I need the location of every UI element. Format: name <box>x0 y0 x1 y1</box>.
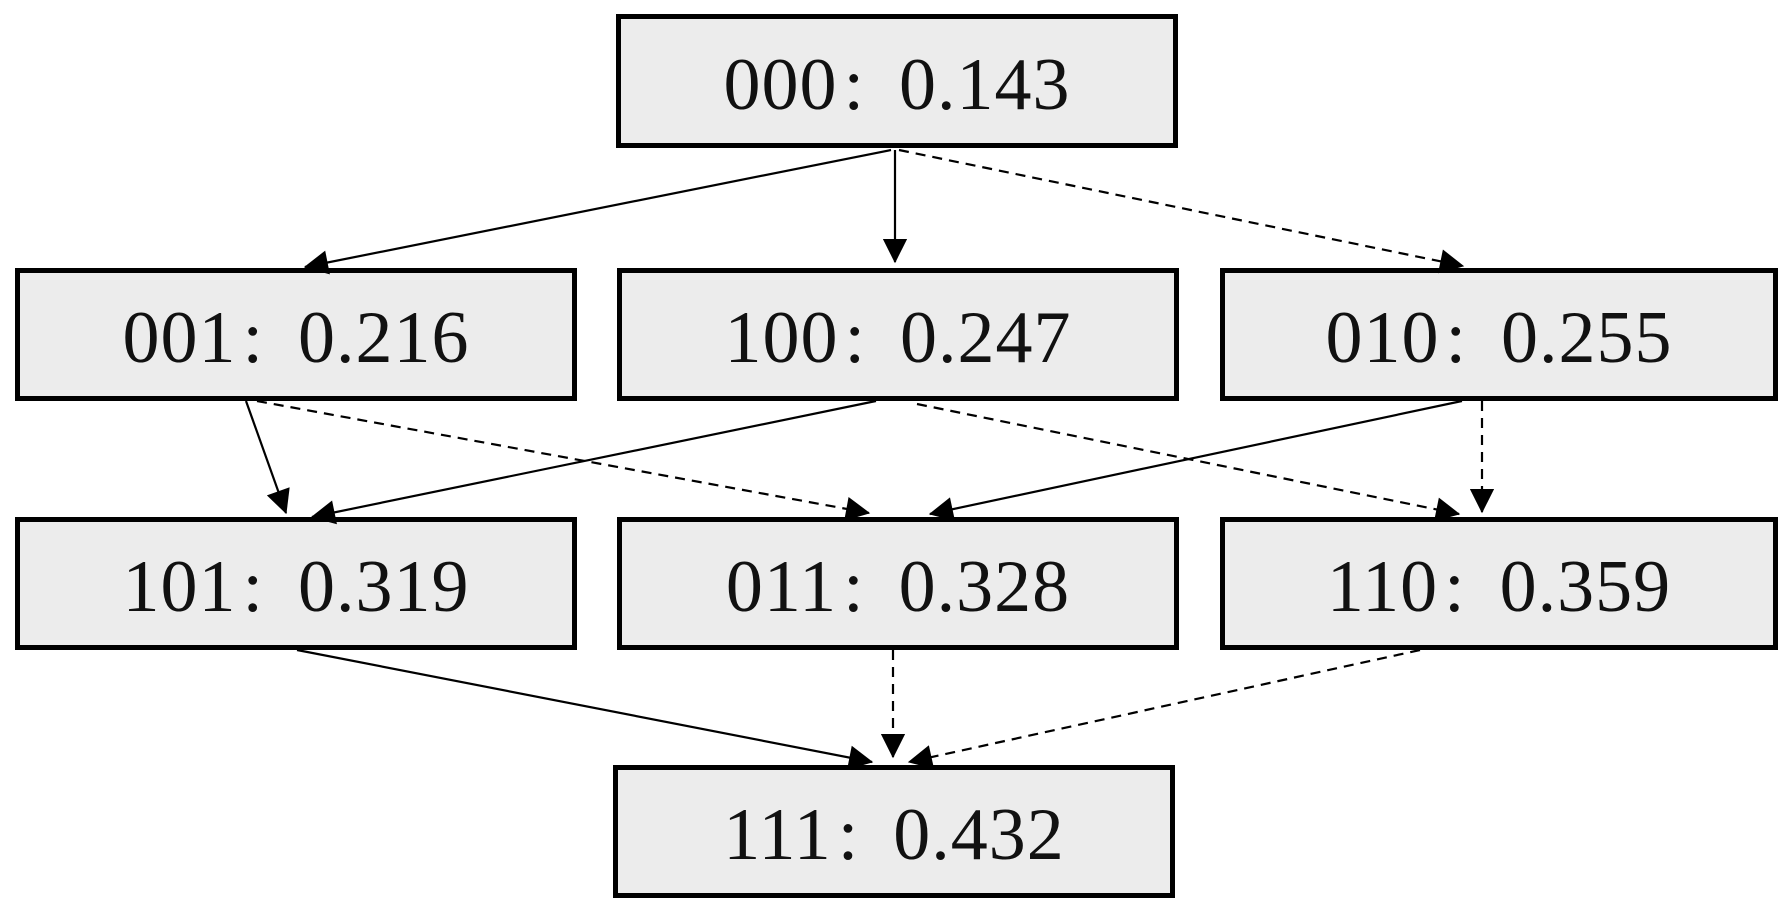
edge-001-101 <box>244 400 290 515</box>
node-code: 101 <box>122 546 237 628</box>
node-colon: : <box>242 546 265 628</box>
node-value: 0.319 <box>298 546 470 628</box>
node-code: 110 <box>1326 546 1439 628</box>
node-colon: : <box>843 43 866 126</box>
edge-001-011 <box>256 399 871 521</box>
node-110: 110:0.359 <box>1220 517 1778 650</box>
edge-010-011 <box>928 399 1463 522</box>
node-010: 010:0.255 <box>1220 268 1778 401</box>
edge-100-101 <box>310 399 877 525</box>
node-011: 011:0.328 <box>617 517 1179 650</box>
node-code: 001 <box>122 297 237 379</box>
edge-000-001 <box>303 148 892 275</box>
node-code: 010 <box>1325 297 1440 379</box>
node-colon: : <box>242 297 265 379</box>
node-colon: : <box>844 297 867 379</box>
node-code: 000 <box>723 43 838 126</box>
node-101: 101:0.319 <box>15 517 577 650</box>
node-value: 0.432 <box>893 794 1065 876</box>
node-colon: : <box>1444 546 1466 628</box>
node-value: 0.328 <box>898 546 1071 628</box>
node-value: 0.359 <box>1499 546 1672 628</box>
node-value: 0.255 <box>1501 297 1673 379</box>
edge-101-111 <box>296 648 874 770</box>
node-colon: : <box>837 794 860 876</box>
node-colon: : <box>843 546 865 628</box>
node-code: 111 <box>723 794 832 876</box>
node-value: 0.247 <box>900 297 1072 379</box>
node-value: 0.143 <box>899 43 1071 126</box>
node-111: 111:0.432 <box>613 765 1175 898</box>
edge-000-010 <box>898 148 1465 274</box>
node-value: 0.216 <box>298 297 470 379</box>
edge-110-111 <box>907 648 1421 769</box>
node-code: 011 <box>725 546 838 628</box>
node-colon: : <box>1445 297 1468 379</box>
node-code: 100 <box>724 297 839 379</box>
edge-100-110 <box>916 402 1461 522</box>
node-001: 001:0.216 <box>15 268 577 401</box>
node-000: 000:0.143 <box>616 14 1178 148</box>
node-100: 100:0.247 <box>617 268 1179 401</box>
